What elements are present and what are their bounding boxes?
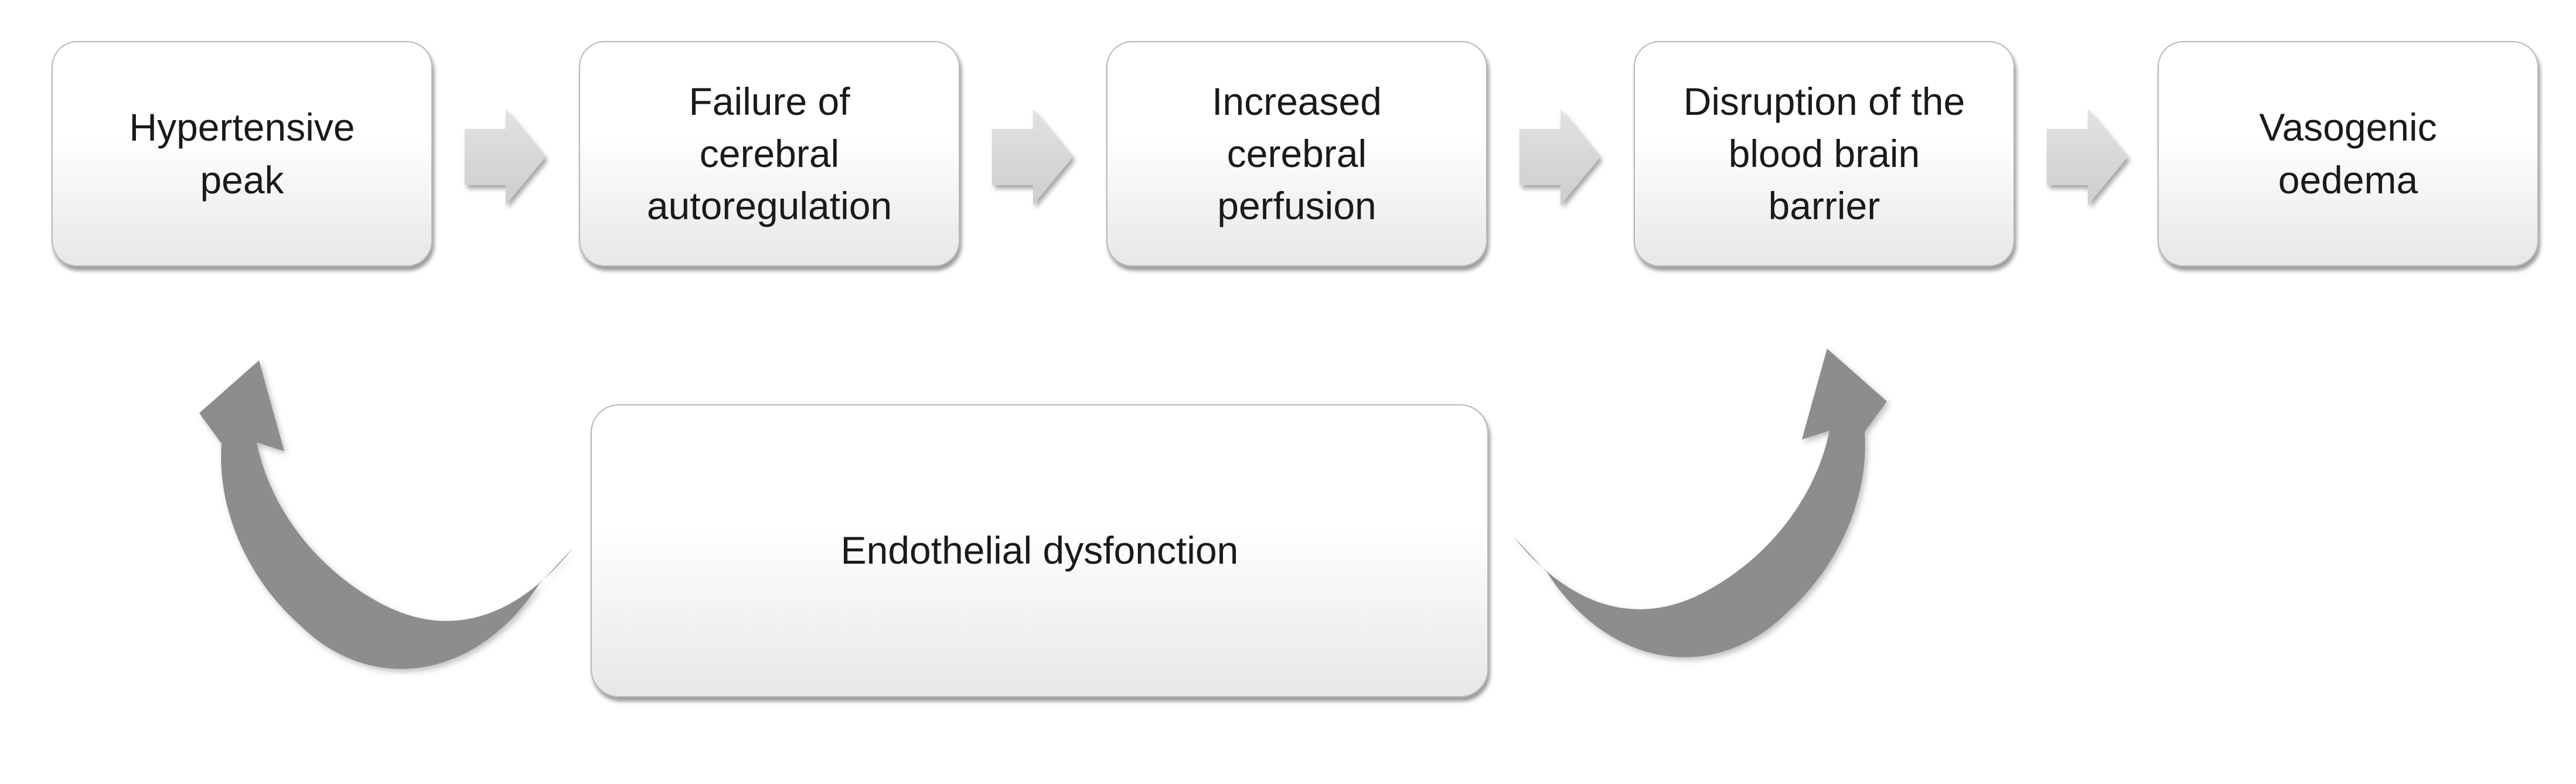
box-label-line: cerebral — [699, 131, 840, 175]
feedback-box-endothelial-dysfonction: Endothelial dysfonction — [591, 404, 1488, 697]
curved-up-arrow-left-icon — [199, 360, 573, 669]
box-label-line: peak — [200, 158, 284, 202]
right-block-arrow-icon — [2047, 109, 2128, 205]
right-block-arrow-icon — [992, 109, 1073, 205]
box-label-line: Failure of — [689, 79, 850, 123]
flow-box-vasogenic-oedema: Vasogenic oedema — [2158, 41, 2538, 267]
flow-box-disruption-of-blood-brain-barrier: Disruption of the blood brain barrier — [1634, 41, 2015, 267]
right-block-arrow-icon — [465, 109, 546, 205]
right-block-arrow-icon — [1519, 109, 1600, 205]
box-label-line: Disruption of the — [1683, 79, 1965, 123]
flow-box-increased-cerebral-perfusion: Increased cerebral perfusion — [1106, 41, 1487, 267]
box-label-line: autoregulation — [646, 184, 892, 228]
box-label-line: blood brain — [1728, 131, 1920, 175]
box-label-line: Endothelial dysfonction — [840, 529, 1239, 572]
flow-box-failure-of-cerebral-autoregulation: Failure of cerebral autoregulation — [579, 41, 960, 267]
box-label-line: oedema — [2278, 158, 2418, 202]
box-label-line: barrier — [1768, 184, 1880, 228]
curved-up-arrow-right-icon — [1513, 349, 1887, 657]
box-label-line: Increased — [1212, 79, 1382, 123]
box-label-line: perfusion — [1217, 184, 1376, 228]
flow-box-hypertensive-peak: Hypertensive peak — [52, 41, 432, 267]
box-label-line: Vasogenic — [2259, 105, 2437, 149]
box-label-line: cerebral — [1226, 131, 1367, 175]
box-label-line: Hypertensive — [129, 105, 355, 149]
